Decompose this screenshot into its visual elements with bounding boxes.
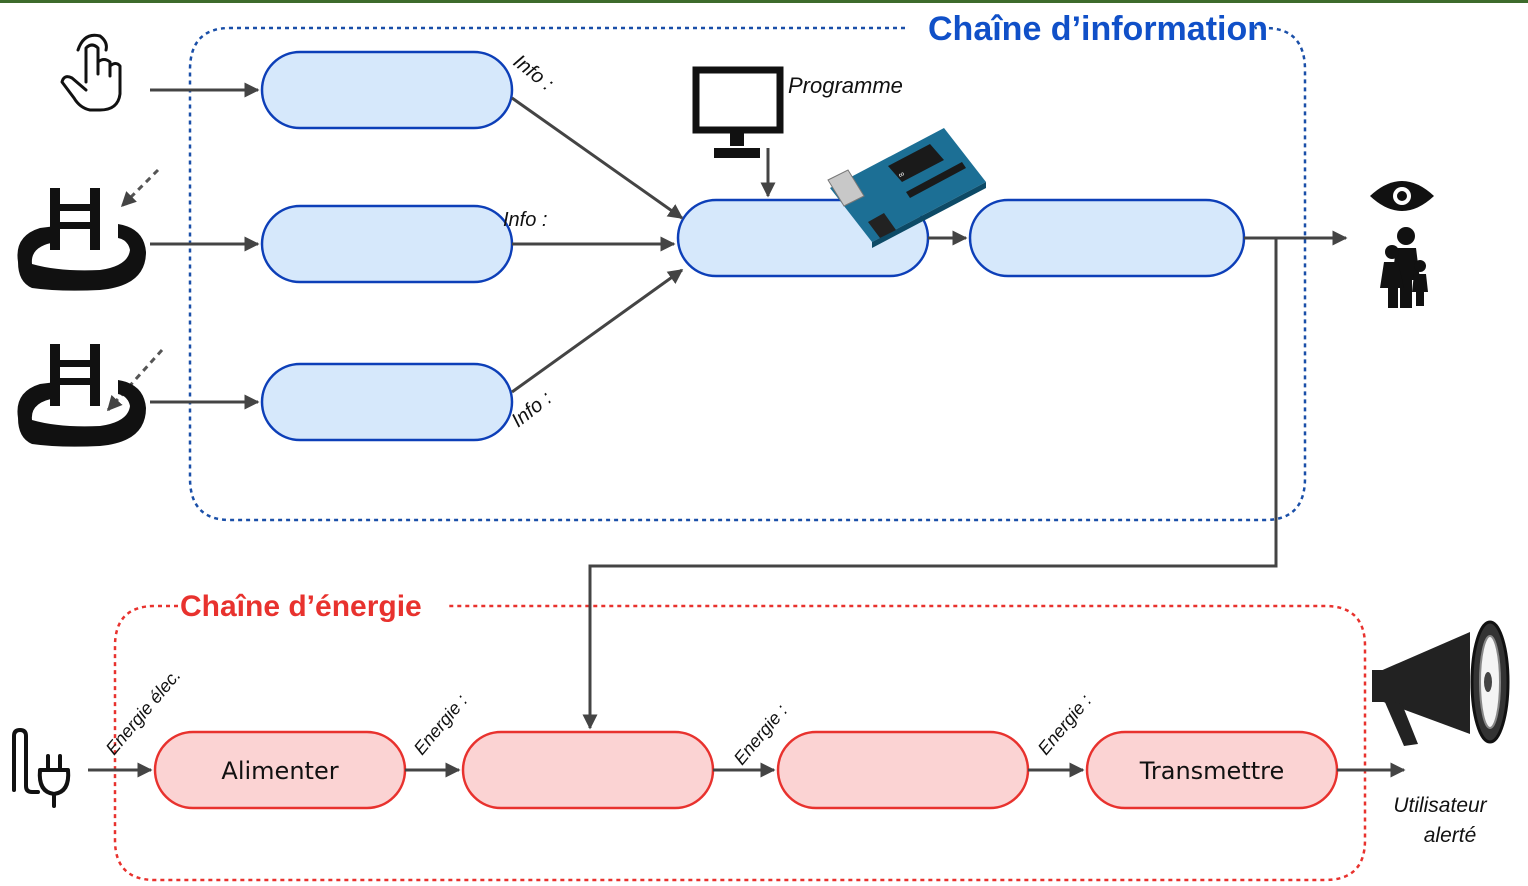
megaphone-icon <box>1372 620 1510 746</box>
pool2-dashed-arrow <box>106 348 164 412</box>
arduino-board-icon: ∞ <box>827 128 986 248</box>
monitor-icon <box>692 66 784 158</box>
energy-chain-frame <box>113 604 1367 882</box>
energie-label-3: Energie : <box>1034 691 1096 759</box>
energie-label-1: Energie : <box>410 691 472 759</box>
alimenter-label: Alimenter <box>221 757 338 785</box>
hand-pointer-icon <box>60 33 122 112</box>
pool-icon <box>17 344 146 447</box>
svg-text:∞: ∞ <box>897 169 907 180</box>
user-alerted-line1: Utilisateur <box>1393 794 1487 817</box>
arrow-top-to-process <box>511 96 684 220</box>
info-chain-frame <box>188 26 1307 522</box>
info-pill-top <box>260 50 514 130</box>
info-pill-middle <box>260 204 514 284</box>
user-alerted-line2: alerté <box>1424 824 1477 847</box>
pool1-dashed-arrow <box>120 168 160 208</box>
energy-pill-convertir <box>776 730 1030 810</box>
power-plug-icon <box>12 728 71 808</box>
energy-pill-distribuer <box>461 730 715 810</box>
transmettre-label: Transmettre <box>1139 757 1285 785</box>
eye-icon <box>1370 181 1434 211</box>
family-icon <box>1380 227 1428 308</box>
info-chain-title: Chaîne d’information <box>928 10 1268 48</box>
info-label-bottom: Info : <box>508 387 557 432</box>
arrow-bottom-to-process <box>511 268 684 394</box>
pool-icon <box>17 188 146 291</box>
energy-chain-title: Chaîne d’énergie <box>180 590 422 623</box>
info-pill-communicate <box>968 198 1246 278</box>
top-bar <box>0 0 1528 3</box>
info-label-top: Info : <box>509 51 558 96</box>
programme-label: Programme <box>788 73 903 98</box>
info-label-middle: Info : <box>503 209 547 231</box>
arrow-order-to-energy <box>582 238 1278 730</box>
info-pill-bottom <box>260 362 514 442</box>
